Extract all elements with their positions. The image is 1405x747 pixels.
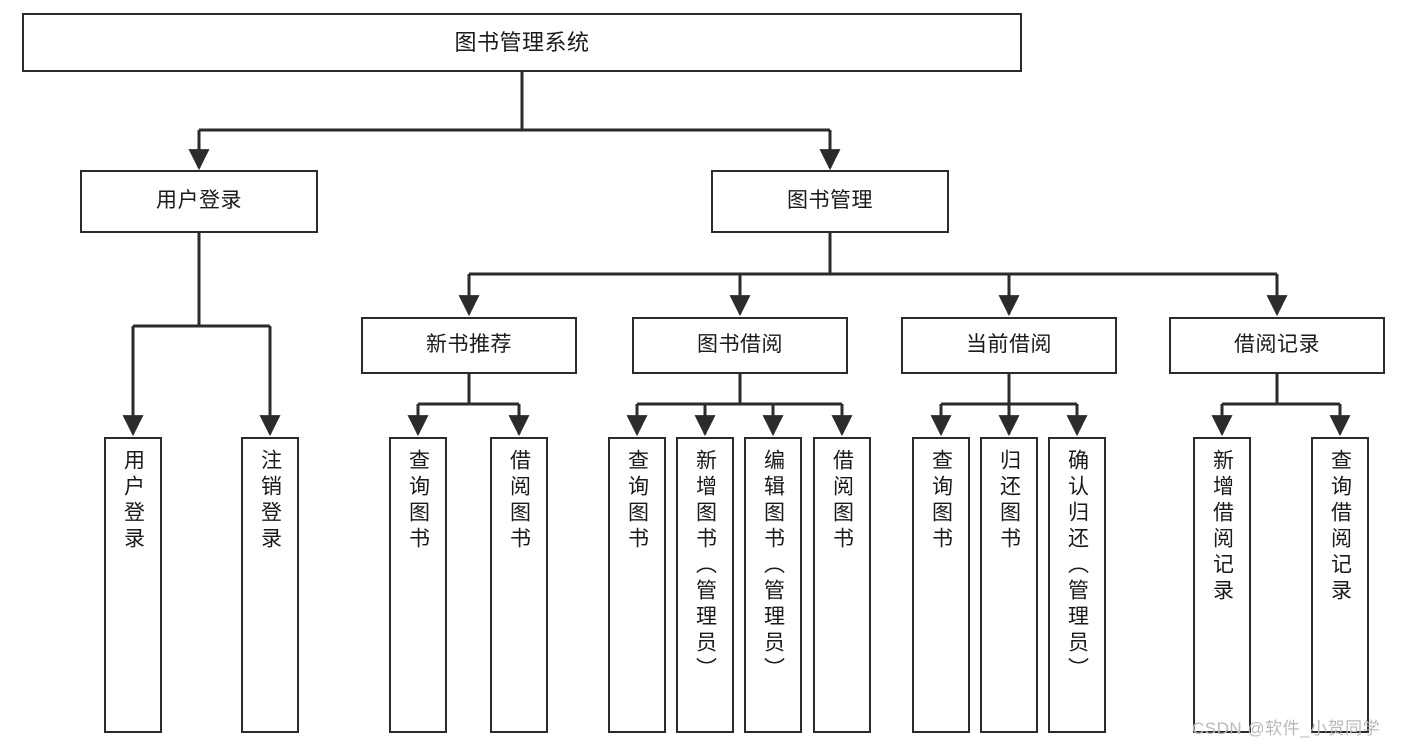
node-label: 新书推荐: [426, 333, 512, 357]
node-label: 图书借阅: [697, 333, 783, 357]
leaf-query-book-recommend[interactable]: 查询图书: [389, 437, 447, 733]
node-label: 编辑图书（管理员）: [761, 449, 785, 683]
node-new-book-recommend[interactable]: 新书推荐: [361, 317, 577, 374]
leaf-query-book-current[interactable]: 查询图书: [912, 437, 970, 733]
node-label: 查询图书: [406, 449, 430, 553]
leaf-user-login[interactable]: 用户登录: [104, 437, 162, 733]
leaf-confirm-return-admin[interactable]: 确认归还（管理员）: [1048, 437, 1106, 733]
node-user-login[interactable]: 用户登录: [80, 170, 318, 233]
leaf-return-book[interactable]: 归还图书: [980, 437, 1038, 733]
node-label: 用户登录: [121, 449, 145, 553]
leaf-query-borrow-record[interactable]: 查询借阅记录: [1311, 437, 1369, 733]
leaf-query-book-borrow[interactable]: 查询图书: [608, 437, 666, 733]
leaf-borrow-book[interactable]: 借阅图书: [813, 437, 871, 733]
node-borrow-record[interactable]: 借阅记录: [1169, 317, 1385, 374]
leaf-add-book-admin[interactable]: 新增图书（管理员）: [676, 437, 734, 733]
leaf-edit-book-admin[interactable]: 编辑图书（管理员）: [744, 437, 802, 733]
node-label: 借阅记录: [1234, 333, 1320, 357]
node-label: 当前借阅: [966, 333, 1052, 357]
csdn-watermark: CSDN @软件_小贺同学: [1192, 719, 1381, 738]
node-label: 确认归还（管理员）: [1065, 449, 1089, 683]
node-label: 查询图书: [625, 449, 649, 553]
leaf-logout[interactable]: 注销登录: [241, 437, 299, 733]
node-label: 图书管理: [787, 189, 873, 213]
node-book-borrow[interactable]: 图书借阅: [632, 317, 848, 374]
node-label: 归还图书: [997, 449, 1021, 553]
node-book-management[interactable]: 图书管理: [711, 170, 949, 233]
node-label: 新增借阅记录: [1210, 449, 1234, 605]
node-label: 注销登录: [258, 449, 282, 553]
node-label: 用户登录: [156, 189, 242, 213]
node-label: 查询图书: [929, 449, 953, 553]
node-label: 新增图书（管理员）: [693, 449, 717, 683]
node-label: 借阅图书: [507, 449, 531, 553]
leaf-add-borrow-record[interactable]: 新增借阅记录: [1193, 437, 1251, 733]
node-current-borrow[interactable]: 当前借阅: [901, 317, 1117, 374]
leaf-borrow-book-recommend[interactable]: 借阅图书: [490, 437, 548, 733]
node-label: 图书管理系统: [454, 29, 590, 55]
node-label: 查询借阅记录: [1328, 449, 1352, 605]
node-label: 借阅图书: [830, 449, 854, 553]
node-root-book-management-system[interactable]: 图书管理系统: [22, 13, 1022, 72]
